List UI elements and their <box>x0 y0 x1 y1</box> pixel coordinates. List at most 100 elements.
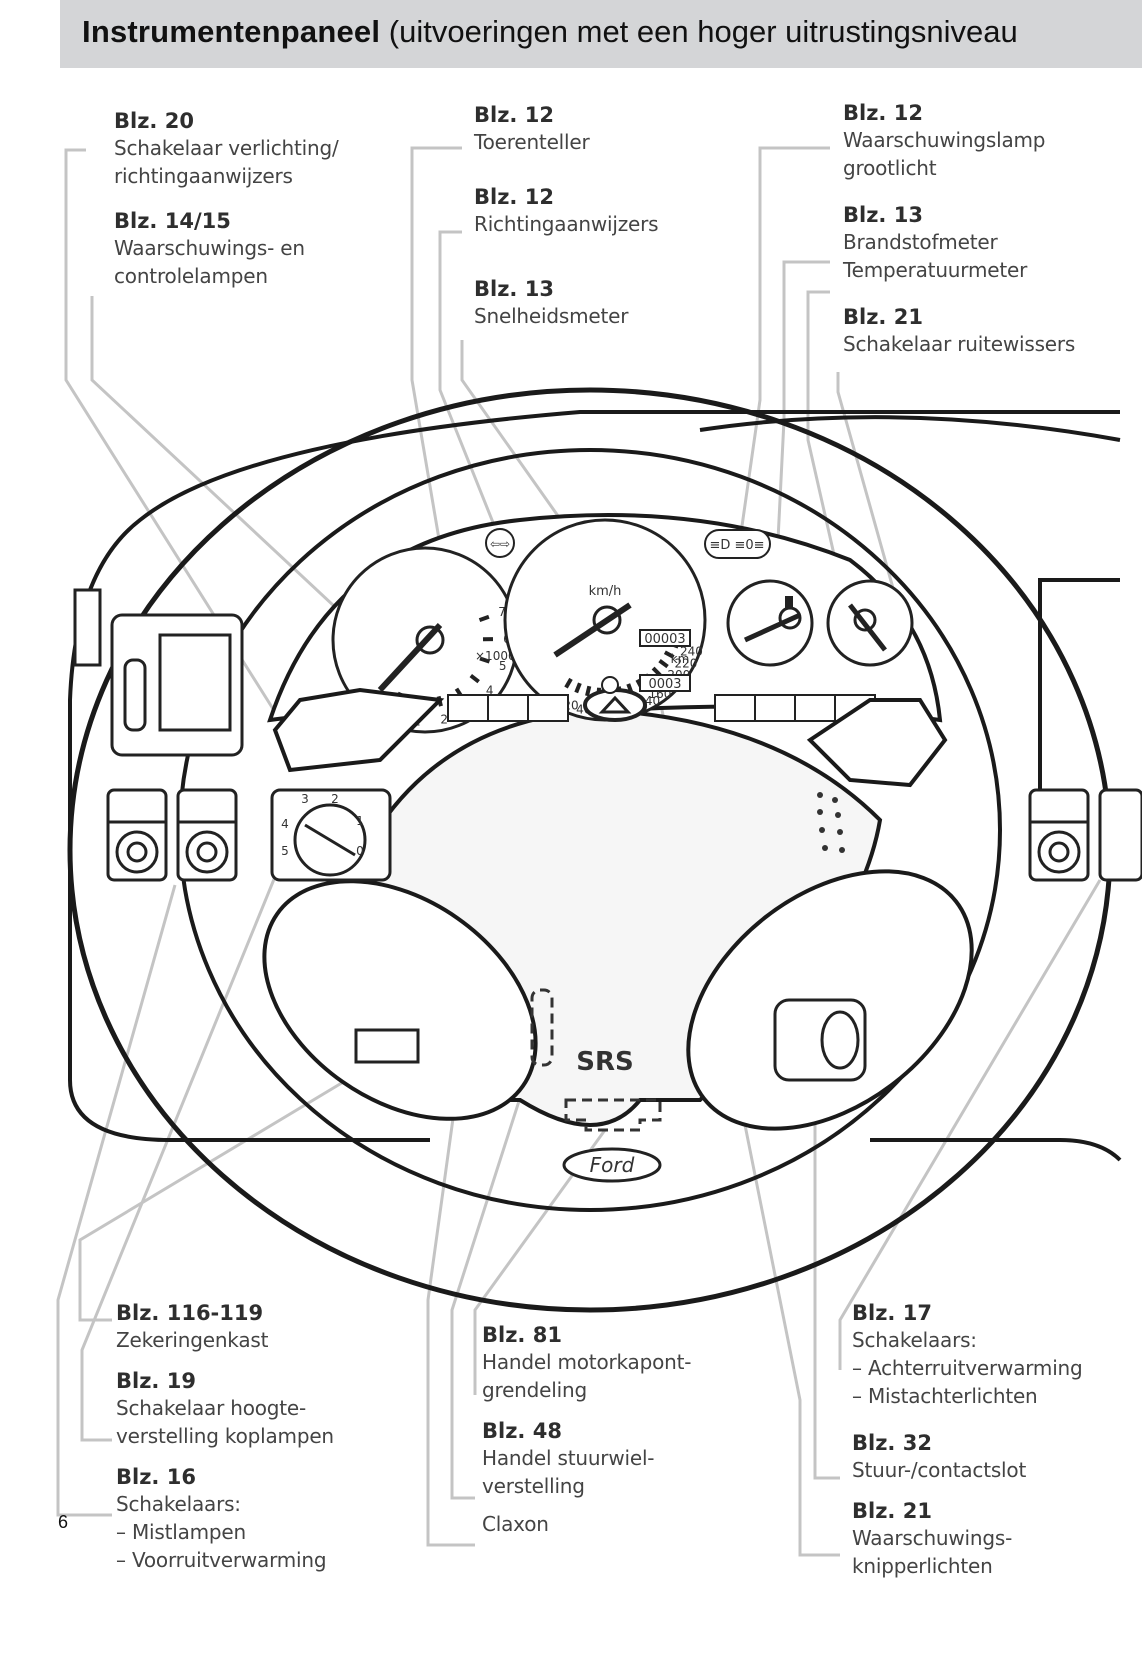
callout-desc: Zekeringenkast <box>116 1328 269 1352</box>
callout-ref: Blz. 12 <box>474 185 554 209</box>
gauge-tick-label: 7 <box>498 605 506 619</box>
wiper-stalk <box>806 698 948 788</box>
odometer-unit: km <box>671 652 690 666</box>
dial-position-label: 5 <box>281 844 289 858</box>
hazard-button <box>583 676 647 722</box>
steering-spoke-opening-left <box>262 879 538 1121</box>
gauge-tick <box>479 656 491 664</box>
gauge-tick-label: 2 <box>440 713 448 727</box>
dial-position-label: 4 <box>281 817 289 831</box>
callout-group-bottom-left: Blz. 116-119 Zekeringenkast Blz. 19 Scha… <box>116 1300 334 1574</box>
indicator-lamp: ⇦⇨ <box>485 528 515 558</box>
leader-line-warning-lamps <box>90 296 442 707</box>
leader-line-steering-adjust <box>450 1019 547 1500</box>
leader-line-tachometer <box>410 146 462 546</box>
callout-desc: Schakelaars: – Achterruitverwarming – Mi… <box>852 1328 1083 1408</box>
speedometer: 020406080100120140160180200220240 km/h 0… <box>503 518 707 722</box>
callout-desc: Waarschuwingslamp grootlicht <box>843 128 1046 180</box>
gauge-tick-label: 4 <box>486 683 494 697</box>
tachometer-unit: ×1000 <box>475 649 516 663</box>
gauge-tick <box>564 677 573 689</box>
title-bold: Instrumentenpaneel <box>82 14 381 49</box>
dial-position-label: 0 <box>356 844 364 858</box>
callout-ref: Blz. 12 <box>474 103 554 127</box>
callout-group-bottom-center: Blz. 81 Handel motorkapont- grendeling B… <box>482 1322 691 1538</box>
callout-ref: Blz. 48 <box>482 1419 562 1443</box>
callout-ref: Blz. 13 <box>843 203 923 227</box>
callout-desc: Schakelaar ruitewissers <box>843 332 1076 356</box>
leader-lines <box>56 146 1102 1557</box>
page-header: Instrumentenpaneel (uitvoeringen met een… <box>60 0 1142 68</box>
callout-ref: Blz. 16 <box>116 1465 196 1489</box>
gauge-tick-label: 220 <box>675 657 698 671</box>
callout-desc: Schakelaar verlichting/ richtingaanwijze… <box>114 136 339 188</box>
callout-ref: Blz. 32 <box>852 1431 932 1455</box>
gauge-tick-label: 240 <box>680 644 703 658</box>
callout-ref: Blz. 14/15 <box>114 209 231 233</box>
temperature-gauge <box>826 579 914 667</box>
callout-ref: Blz. 17 <box>852 1301 932 1325</box>
horn-speaker-dots <box>817 792 845 853</box>
leader-line-fuse-box <box>78 1058 381 1322</box>
callout-ref: Blz. 116-119 <box>116 1301 264 1325</box>
leader-line-headlamp-level <box>80 839 292 1442</box>
dial-position-label: 1 <box>356 814 364 828</box>
callout-group-bottom-right: Blz. 17 Schakelaars: – Achterruitverwarm… <box>852 1300 1083 1580</box>
leader-line-lighting-switch <box>64 148 282 721</box>
leader-line-rear-switches <box>838 879 1102 1370</box>
svg-text:⇦⇨: ⇦⇨ <box>490 537 510 551</box>
callout-desc: Snelheidsmeter <box>474 304 629 328</box>
callout-desc: Brandstofmeter Temperatuurmeter <box>843 230 1028 282</box>
callout-ref: Blz. 12 <box>843 101 923 125</box>
callout-desc: Schakelaar hoogte- verstelling koplampen <box>116 1396 334 1448</box>
gauge-tick <box>469 674 480 684</box>
title-subtitle: (uitvoeringen met een hoger uitrustingsn… <box>380 14 1018 49</box>
callout-desc: Richtingaanwijzers <box>474 212 659 236</box>
leader-line-temp-gauge <box>806 290 852 626</box>
callout-desc: Handel stuurwiel- verstelling <box>482 1446 655 1498</box>
odometer: 00003 <box>644 632 685 647</box>
high-beam-lamp: ≡D ≡0≡ <box>704 529 771 559</box>
callout-desc: Schakelaars: – Mistlampen – Voorruitverw… <box>116 1492 327 1572</box>
gauge-tick <box>663 650 675 659</box>
dashboard-outline <box>68 410 1122 1162</box>
callout-ref: Blz. 21 <box>852 1499 932 1523</box>
fog-lamp-switch <box>106 788 168 882</box>
callout-ref: Blz. 19 <box>116 1369 196 1393</box>
lighting-indicator-stalk <box>272 687 445 773</box>
callout-ref: Blz. 21 <box>843 305 923 329</box>
page-number: 6 <box>58 1512 69 1532</box>
callout-ref: Blz. 20 <box>114 109 194 133</box>
ford-logo <box>562 1147 662 1183</box>
gauge-tick-label: 5 <box>499 659 507 673</box>
gauge-tick <box>658 659 669 669</box>
gauge-tick <box>574 682 582 694</box>
speedometer-unit: km/h <box>589 584 622 599</box>
callout-ref: Blz. 13 <box>474 277 554 301</box>
trip-meter: 0003 <box>648 677 681 692</box>
callout-ref: Blz. 81 <box>482 1323 562 1347</box>
gauge-tick <box>585 685 592 697</box>
rear-window-heating-switch <box>1028 788 1142 882</box>
page-title: Instrumentenpaneel (uitvoeringen met een… <box>82 14 1018 50</box>
callout-desc-horn: Claxon <box>482 1512 549 1536</box>
callout-desc: Toerenteller <box>474 130 590 154</box>
leader-line-bonnet-release <box>473 1129 607 1395</box>
callout-group-top-center: Blz. 12 Toerenteller Blz. 12 Richtingaan… <box>474 102 659 330</box>
ford-logo-text: Ford <box>590 1153 635 1177</box>
leader-line-speedometer <box>460 340 577 541</box>
callout-desc: Handel motorkapont- grendeling <box>482 1350 692 1402</box>
dial-position-label: 3 <box>301 792 309 806</box>
fuel-gauge <box>726 579 814 667</box>
callout-desc: Stuur-/contactslot <box>852 1458 1027 1482</box>
callout-group-top-right: Blz. 12 Waarschuwingslamp grootlicht Blz… <box>843 100 1075 358</box>
leader-line-fuel-gauge <box>773 260 830 601</box>
gauge-tick <box>478 614 490 623</box>
windscreen-heating-switch <box>176 788 238 882</box>
callout-group-top-left: Blz. 20 Schakelaar verlichting/ richting… <box>114 108 339 290</box>
air-vent-left <box>73 588 244 757</box>
leader-line-high-beam <box>738 146 830 541</box>
callout-desc: Waarschuwings- knipperlichten <box>852 1526 1013 1578</box>
